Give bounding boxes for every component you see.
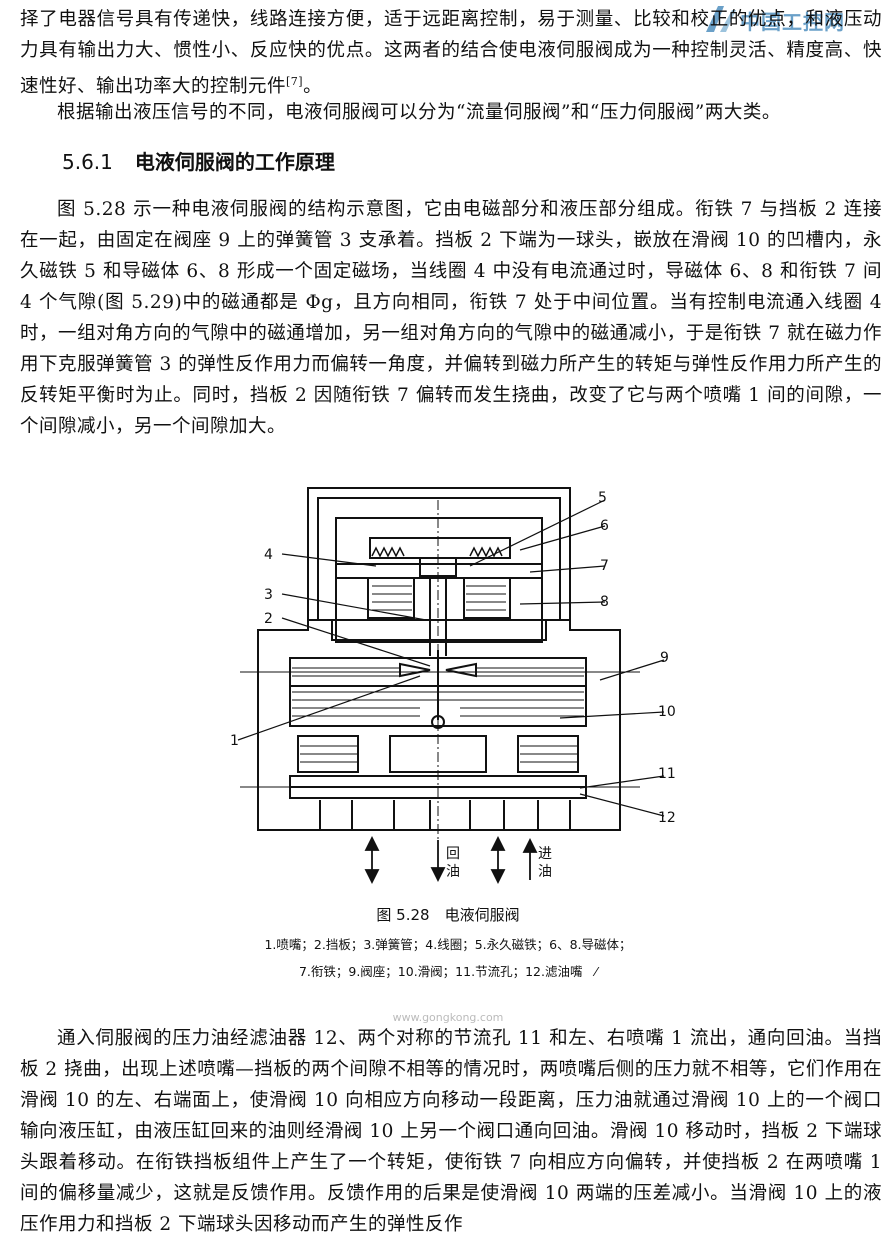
label-5: 5	[598, 490, 607, 506]
figure-caption-title: 图 5.28 电液伺服阀	[376, 906, 520, 924]
figure-servo-valve: 1 2 3 4 5 6 7 8 9 10 11 12 回 油 进	[0, 470, 896, 890]
watermark: www.gongkong.com	[392, 1011, 504, 1024]
label-8: 8	[600, 594, 609, 610]
label-4: 4	[264, 547, 273, 563]
label-3: 3	[264, 587, 273, 603]
site-logo: 中国工控网	[702, 2, 892, 36]
paragraph-classification: 根据输出液压信号的不同，电液伺服阀可以分为“流量伺服阀”和“压力伺服阀”两大类。	[57, 102, 781, 123]
inlet-oil-label-1: 进	[538, 846, 552, 862]
label-6: 6	[600, 518, 609, 534]
reference-mark: [7]	[286, 75, 304, 88]
label-10: 10	[658, 704, 676, 720]
label-12: 12	[658, 810, 676, 826]
label-11: 11	[658, 766, 676, 782]
figure-caption-legend-2: 7.衔铁；9.阀座；10.滑阀；11.节流孔；12.滤油嘴 ⁄	[298, 964, 598, 979]
label-9: 9	[660, 650, 669, 666]
inlet-oil-label-2: 油	[538, 864, 552, 880]
section-number: 5.6.1	[62, 150, 113, 174]
logo-mark-icon	[706, 6, 736, 32]
section-heading: 5.6.1 电液伺服阀的工作原理	[62, 146, 335, 175]
label-2: 2	[264, 611, 273, 627]
paragraph-operation: 通入伺服阀的压力油经滤油器 12、两个对称的节流孔 11 和左、右喷嘴 1 流出…	[20, 1028, 882, 1235]
label-7: 7	[600, 558, 609, 574]
paragraph-intro: 择了电器信号具有传递快，线路连接方便，适于远距离控制，易于测量、比较和校正的优点…	[20, 9, 882, 98]
logo-text: 中国工控网	[740, 10, 845, 34]
return-oil-label-1: 回	[446, 846, 460, 862]
section-title: 电液伺服阀的工作原理	[134, 150, 335, 174]
return-oil-label-2: 油	[446, 864, 460, 880]
figure-caption-legend-1: 1.喷嘴；2.挡板；3.弹簧管；4.线圈；5.永久磁铁；6、8.导磁体；	[264, 937, 632, 952]
servo-valve-diagram: 1 2 3 4 5 6 7 8 9 10 11 12 回 油 进	[230, 487, 676, 885]
label-1: 1	[230, 733, 239, 749]
paragraph-structure: 图 5.28 示一种电液伺服阀的结构示意图，它由电磁部分和液压部分组成。衔铁 7…	[20, 199, 882, 437]
